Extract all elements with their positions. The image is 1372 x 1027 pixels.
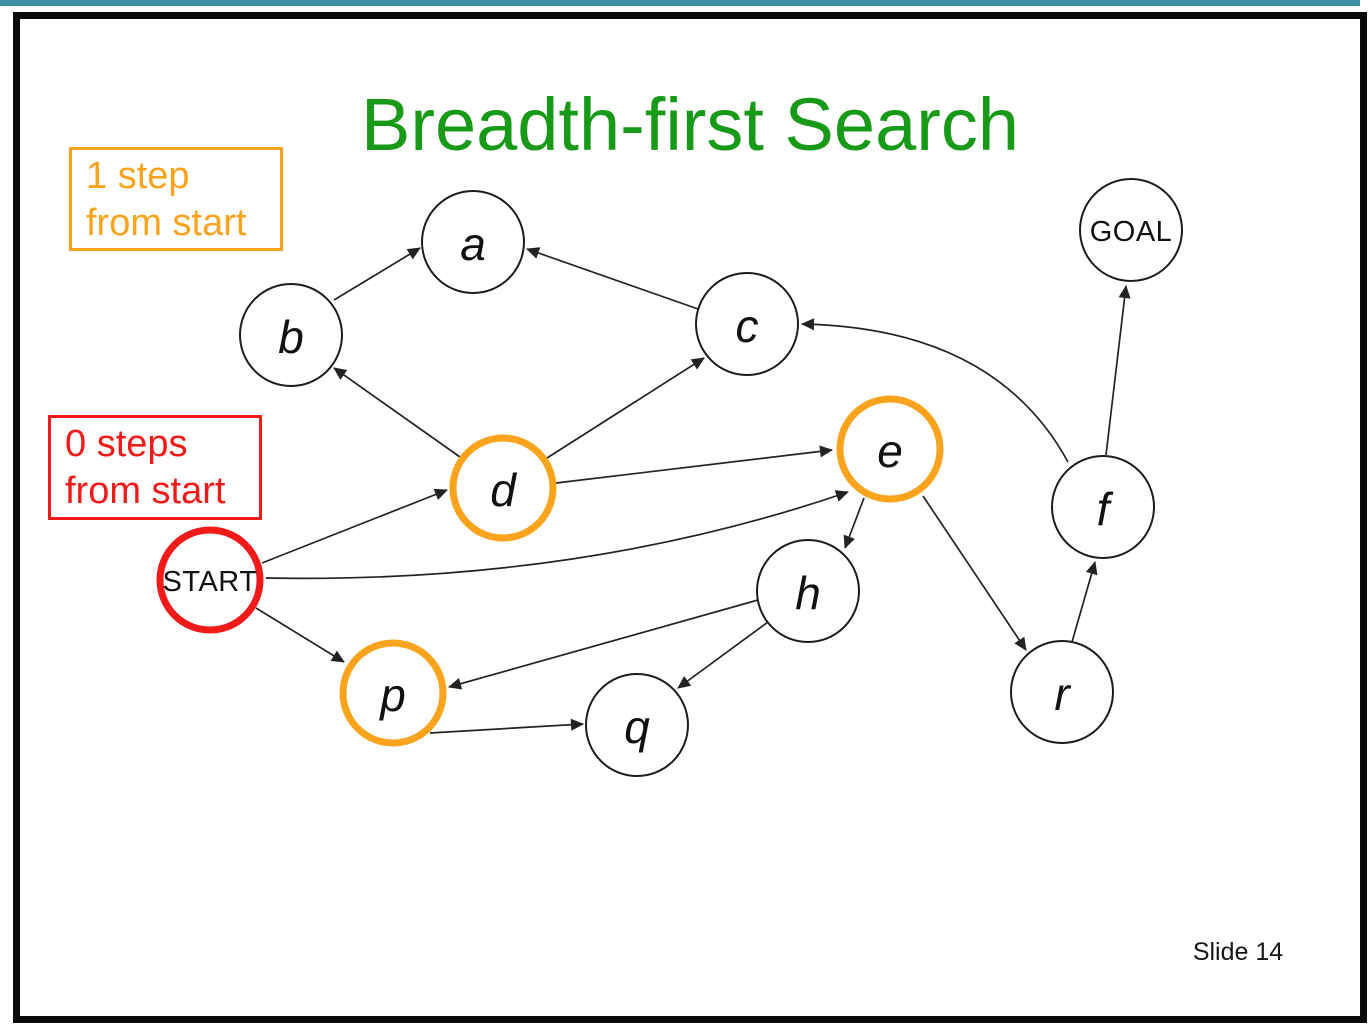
edge-d-c xyxy=(546,357,705,459)
node-a xyxy=(421,190,525,294)
annotation-box-one-step: 1 step from start xyxy=(69,147,283,251)
slide-number: Slide 14 xyxy=(1192,938,1284,966)
edge-d-b xyxy=(333,367,461,458)
node-b xyxy=(239,283,343,387)
edge-e-r xyxy=(922,495,1027,651)
edge-start-d xyxy=(261,488,448,564)
edge-c-a xyxy=(526,247,699,310)
node-label-r: r xyxy=(1054,668,1071,720)
node-h xyxy=(756,539,860,643)
edge-f-goal xyxy=(1105,285,1131,456)
node-e xyxy=(836,395,944,503)
slide-title: Breadth-first Search xyxy=(360,83,1020,166)
edge-e-h xyxy=(843,497,865,549)
node-label-h: h xyxy=(795,567,821,619)
edge-f-c xyxy=(801,318,1069,463)
annotation-line: 1 step xyxy=(86,155,190,197)
node-label-b: b xyxy=(278,311,304,363)
node-goal xyxy=(1079,178,1183,282)
annotation-line: from start xyxy=(86,202,247,244)
edges-layer xyxy=(255,247,1131,734)
edge-start-e xyxy=(265,490,849,580)
edge-h-p xyxy=(448,599,759,690)
node-label-q: q xyxy=(624,701,650,753)
node-label-start: START xyxy=(163,566,258,598)
node-label-f: f xyxy=(1097,483,1114,535)
edge-b-a xyxy=(333,247,421,301)
nodes-layer: a b c d e f GOAL h p q r START xyxy=(156,178,1183,777)
node-label-goal: GOAL xyxy=(1090,216,1173,248)
node-r xyxy=(1010,640,1114,744)
node-p xyxy=(339,639,447,747)
edge-start-p xyxy=(255,607,345,663)
edge-h-q xyxy=(677,621,769,689)
node-label-a: a xyxy=(460,218,486,270)
node-d xyxy=(449,434,557,542)
node-f xyxy=(1051,455,1155,559)
edge-p-q xyxy=(429,718,584,734)
node-label-d: d xyxy=(490,464,517,516)
annotation-line: 0 steps xyxy=(65,423,188,465)
node-q xyxy=(585,673,689,777)
node-label-p: p xyxy=(378,669,406,721)
annotation-box-zero-steps: 0 steps from start xyxy=(48,415,262,520)
node-label-e: e xyxy=(877,425,903,477)
node-start xyxy=(156,526,264,634)
node-label-c: c xyxy=(736,300,759,352)
edge-d-e xyxy=(555,445,833,484)
edge-r-f xyxy=(1071,561,1098,643)
node-c xyxy=(695,272,799,376)
annotation-line: from start xyxy=(65,470,226,512)
top-accent-bar xyxy=(0,0,1360,6)
